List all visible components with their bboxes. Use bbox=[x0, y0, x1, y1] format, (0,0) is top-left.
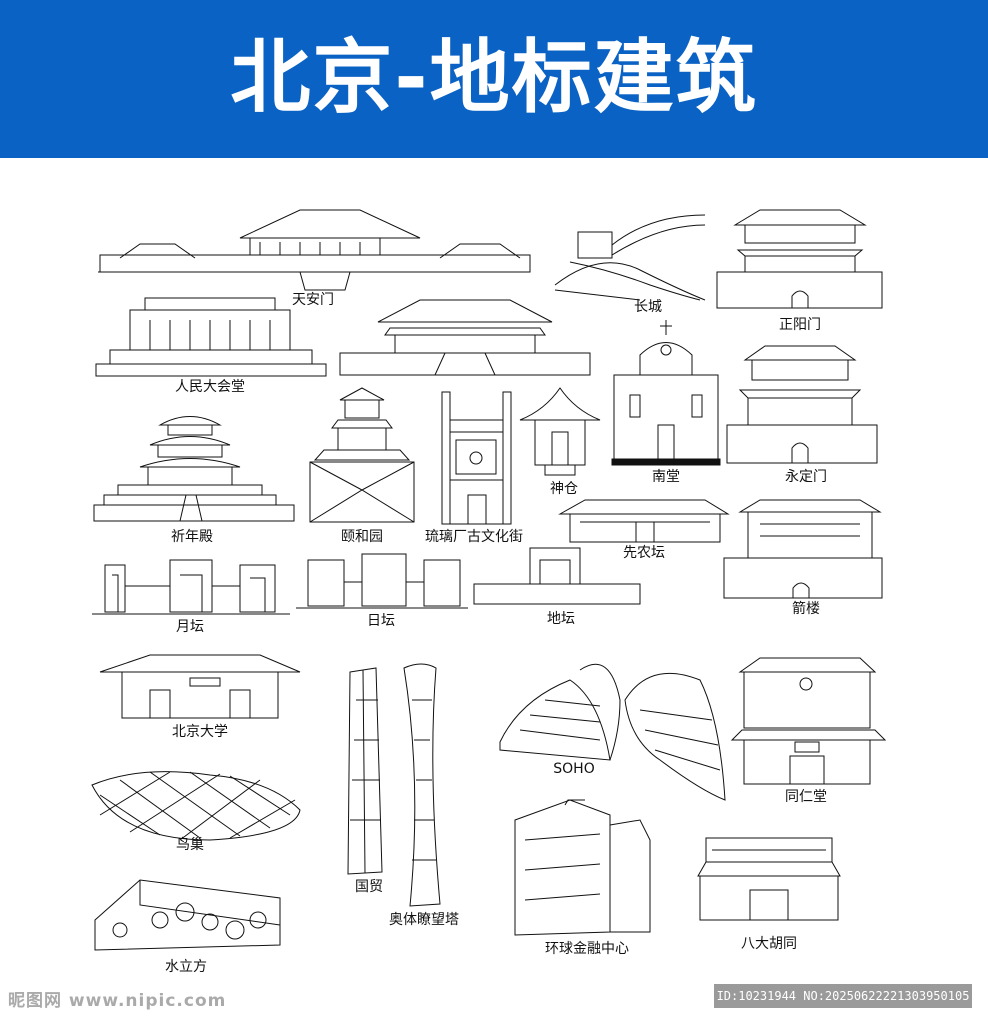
yongdingmen-drawing bbox=[726, 345, 878, 464]
tongrentang-drawing bbox=[730, 657, 887, 785]
jianlou-drawing bbox=[723, 499, 883, 599]
yuetan-drawing bbox=[92, 559, 290, 615]
water-cube-drawing bbox=[94, 879, 281, 951]
olympic-tower-drawing bbox=[403, 663, 441, 907]
xiannongtan-drawing bbox=[558, 499, 730, 543]
label-guomao: 国贸 bbox=[355, 879, 383, 895]
tiananmen-drawing bbox=[98, 209, 531, 291]
ditan-drawing bbox=[473, 547, 641, 605]
title-banner: 北京-地标建筑 bbox=[0, 0, 988, 158]
zhengyangmen-drawing bbox=[716, 209, 883, 309]
world-financial-center-drawing bbox=[514, 799, 651, 936]
soho-drawing bbox=[499, 663, 726, 801]
great-hall-drawing bbox=[95, 297, 327, 377]
label-yiheyuan: 颐和园 bbox=[341, 529, 383, 545]
birds-nest-drawing bbox=[91, 771, 301, 841]
label-renmindahuitang: 人民大会堂 bbox=[175, 379, 245, 395]
qiniandian-drawing bbox=[93, 416, 295, 522]
label-tiananmen: 天安门 bbox=[292, 292, 334, 308]
peking-university-drawing bbox=[99, 654, 301, 719]
shencang-drawing bbox=[519, 387, 601, 476]
label-yongdingmen: 永定门 bbox=[785, 469, 827, 485]
page-title: 北京-地标建筑 bbox=[230, 31, 758, 124]
label-ditan: 地坛 bbox=[547, 611, 575, 627]
nipic-watermark: 昵图网 www.nipic.com bbox=[8, 991, 227, 1011]
guomao-tower-drawing bbox=[347, 667, 383, 875]
label-ritan: 日坛 bbox=[367, 613, 395, 629]
ritan-drawing bbox=[296, 553, 468, 609]
label-zhengyangmen: 正阳门 bbox=[779, 317, 821, 333]
badahutong-drawing bbox=[697, 837, 841, 921]
label-beijingdaxue: 北京大学 bbox=[172, 724, 228, 740]
label-soho: SOHO bbox=[553, 761, 595, 777]
label-aoti: 奥体瞭望塔 bbox=[389, 912, 459, 928]
label-liulichang: 琉璃厂古文化街 bbox=[425, 529, 523, 545]
image-id-watermark: ID:10231944 NO:20250622221303950105 bbox=[714, 984, 972, 1008]
forbidden-city-hall-drawing bbox=[339, 299, 591, 376]
label-huanqiu: 环球金融中心 bbox=[545, 941, 629, 957]
label-xiannongtan: 先农坛 bbox=[623, 545, 665, 561]
label-niaochao: 鸟巢 bbox=[176, 837, 204, 853]
label-badahutong: 八大胡同 bbox=[741, 936, 797, 952]
label-yuetan: 月坛 bbox=[176, 619, 204, 635]
liulichang-drawing bbox=[441, 391, 512, 525]
label-tongrentang: 同仁堂 bbox=[785, 789, 827, 805]
label-changcheng: 长城 bbox=[634, 299, 662, 315]
label-jianlou: 箭楼 bbox=[792, 601, 820, 617]
label-nantang: 南堂 bbox=[652, 469, 680, 485]
label-shuilifang: 水立方 bbox=[165, 959, 207, 975]
label-qiniandian: 祈年殿 bbox=[171, 529, 213, 545]
summer-palace-drawing bbox=[309, 387, 415, 523]
great-wall-drawing bbox=[554, 214, 706, 301]
label-shencang: 神仓 bbox=[550, 481, 578, 497]
nantang-church-drawing bbox=[611, 320, 721, 466]
